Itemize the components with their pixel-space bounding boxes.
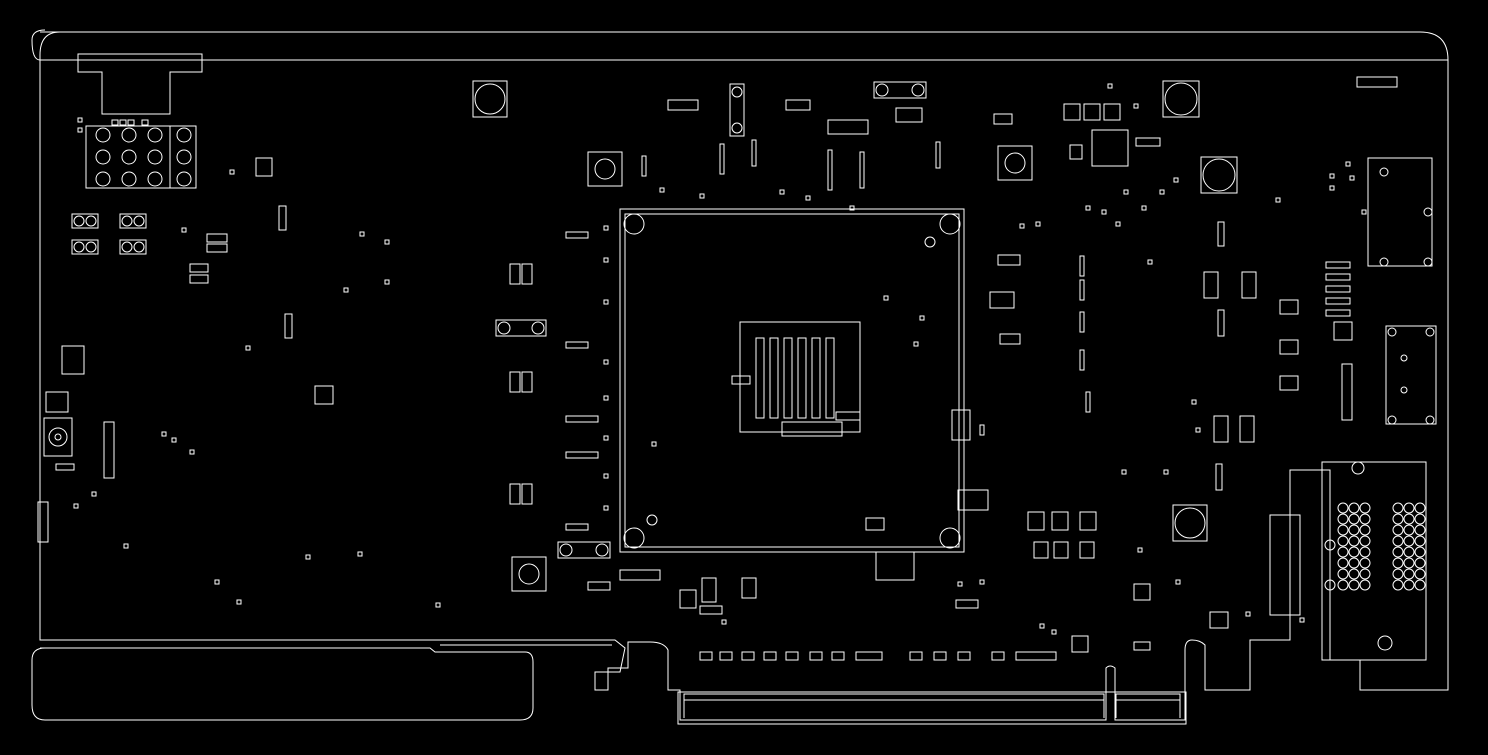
dvi-pin-grid-left	[1337, 502, 1371, 591]
small-pads	[603, 83, 1367, 635]
board-outline	[31, 29, 1449, 721]
memory-right-components	[865, 254, 1091, 581]
lower-middle-components	[619, 511, 1229, 661]
memory-left-components	[495, 231, 611, 591]
memory-top-components	[641, 81, 941, 191]
power-connector	[77, 53, 203, 189]
mounting-holes	[472, 76, 1398, 592]
dvi-pin-grid-right	[1392, 502, 1426, 591]
vrm-top-right	[993, 103, 1161, 167]
vrm-right	[1203, 221, 1353, 616]
left-small-parts	[73, 117, 441, 608]
pcie-edge-connector	[677, 691, 1187, 725]
left-capacitor-group	[37, 157, 334, 543]
gpu-package	[619, 208, 965, 553]
gpu-center-array	[731, 321, 861, 437]
display-io-bracket	[1321, 157, 1437, 661]
